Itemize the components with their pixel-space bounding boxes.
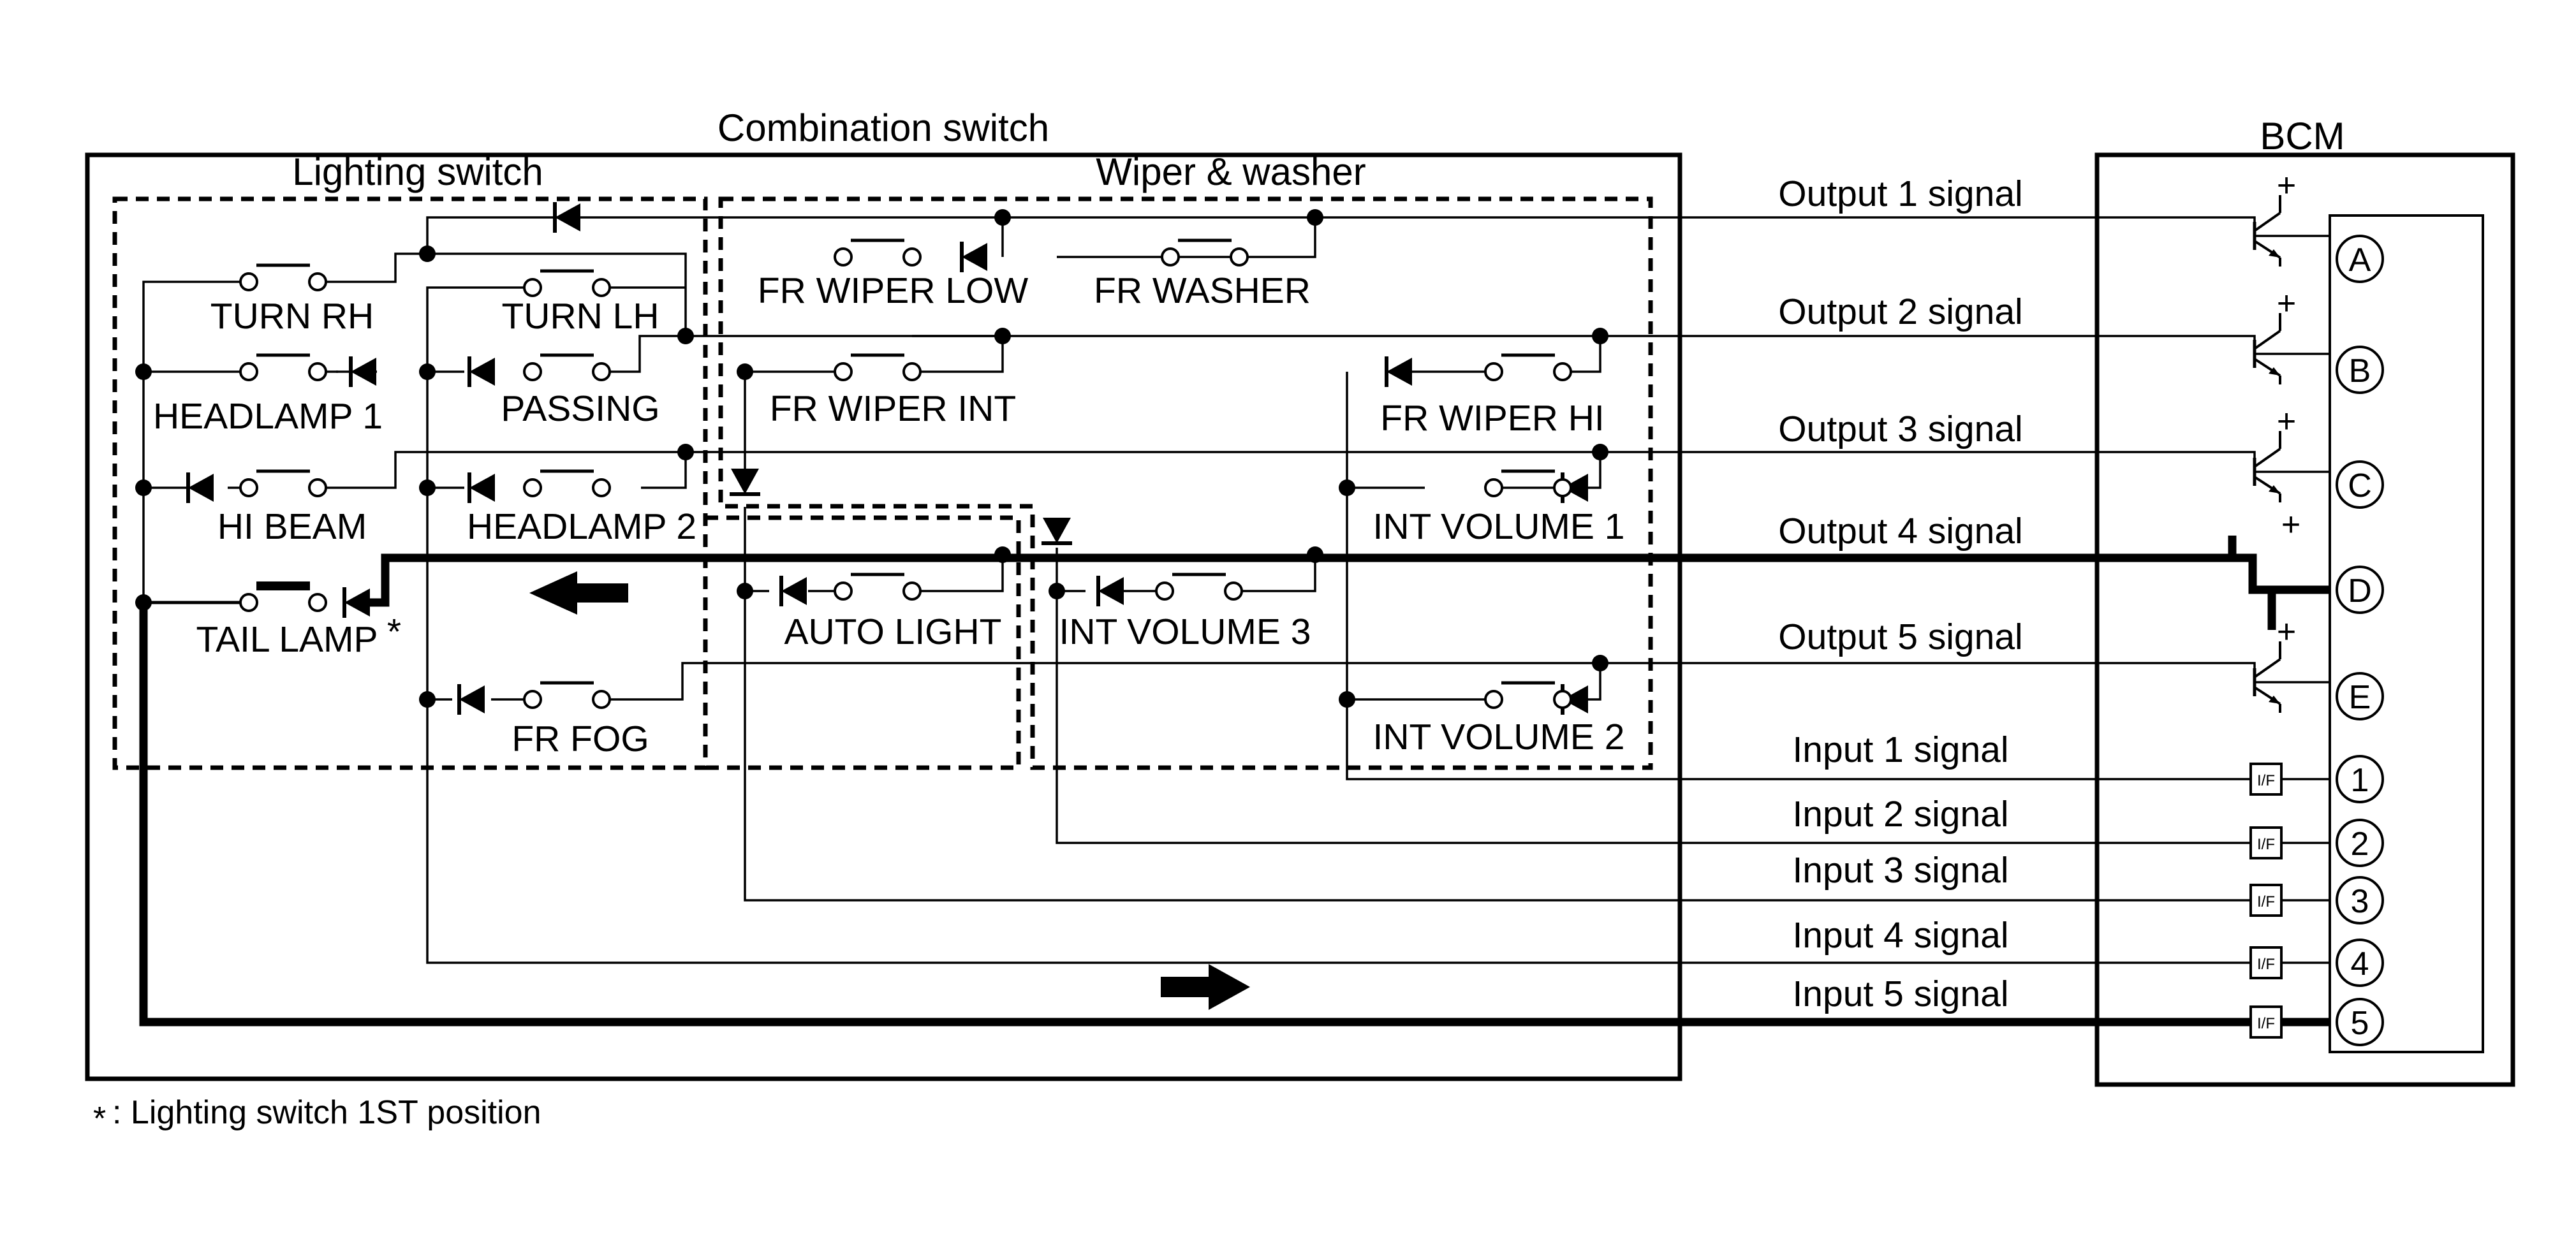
int-volume-3-label: INT VOLUME 3 (1059, 611, 1311, 652)
terminal-a: A (2349, 242, 2371, 279)
passing-label: PASSING (501, 388, 659, 429)
terminal-5: 5 (2351, 1005, 2369, 1042)
auto-light-label: AUTO LIGHT (784, 611, 1002, 652)
terminal-3: 3 (2351, 883, 2369, 920)
terminal-d: D (2348, 573, 2372, 610)
terminal-1: 1 (2351, 762, 2369, 799)
output-4-label: Output 4 signal (1778, 511, 2022, 552)
bcm-terminals: A B C D E 1 2 3 4 5 (2336, 235, 2384, 1046)
svg-text:+: + (2277, 285, 2296, 322)
int-volume-2-label: INT VOLUME 2 (1373, 717, 1625, 757)
bcm-frame (2094, 152, 2515, 1087)
right-flow-arrow (1161, 964, 1250, 1010)
svg-text:+: + (2277, 613, 2296, 650)
svg-text:I/F: I/F (2257, 1015, 2275, 1032)
combination-switch-frame (85, 152, 1682, 1081)
hi-beam-label: HI BEAM (217, 506, 367, 547)
input-5-label: Input 5 signal (1792, 974, 2008, 1014)
bcm-output-drivers: + + + + + (2229, 167, 2330, 713)
terminal-e: E (2349, 679, 2371, 716)
svg-text:I/F: I/F (2257, 772, 2275, 789)
wiper-washer-frame (718, 196, 1653, 770)
svg-text:+: + (2277, 167, 2296, 204)
input-1-label: Input 1 signal (1792, 729, 2008, 770)
lighting-switch-frame (112, 196, 708, 770)
tail-lamp-label: TAIL LAMP (196, 619, 378, 660)
junction-dots (135, 209, 1608, 708)
terminal-c: C (2348, 467, 2372, 504)
output-2-label: Output 2 signal (1778, 291, 2022, 332)
fr-wiper-int-label: FR WIPER INT (770, 388, 1016, 429)
turn-rh-label: TURN RH (210, 296, 374, 337)
output-3-label: Output 3 signal (1778, 409, 2022, 449)
headlamp-1-label: HEADLAMP 1 (153, 396, 383, 437)
terminal-b: B (2349, 353, 2371, 390)
active-circuit-path (139, 536, 2330, 1027)
svg-text:+: + (2277, 403, 2296, 440)
tail-lamp-asterisk: * (387, 611, 401, 652)
svg-text:I/F: I/F (2257, 956, 2275, 973)
svg-text:+: + (2281, 506, 2300, 543)
wiper-washer-title: Wiper & washer (1096, 150, 1365, 193)
auto-light-frame (705, 515, 1021, 770)
input-2-label: Input 2 signal (1792, 794, 2008, 835)
terminal-4: 4 (2351, 946, 2369, 983)
fr-wiper-low-label: FR WIPER LOW (758, 270, 1029, 311)
output-5-label: Output 5 signal (1778, 617, 2022, 657)
fr-washer-label: FR WASHER (1094, 270, 1311, 311)
turn-lh-label: TURN LH (501, 296, 659, 337)
bcm-title: BCM (2260, 115, 2344, 157)
fr-wiper-hi-label: FR WIPER HI (1380, 398, 1605, 439)
interface-boxes: I/F I/F I/F I/F I/F (2249, 763, 2283, 1039)
svg-text:I/F: I/F (2257, 893, 2275, 910)
input-4-label: Input 4 signal (1792, 915, 2008, 956)
fr-fog-label: FR FOG (512, 719, 649, 759)
svg-text:I/F: I/F (2257, 836, 2275, 853)
combination-switch-title: Combination switch (718, 106, 1049, 149)
footnote-text: : Lighting switch 1ST position (112, 1094, 541, 1131)
left-flow-arrow (529, 571, 628, 615)
headlamp-2-label: HEADLAMP 2 (467, 506, 696, 547)
footnote-symbol: * (93, 1100, 106, 1137)
input-3-label: Input 3 signal (1792, 850, 2008, 891)
output-1-label: Output 1 signal (1778, 173, 2022, 214)
int-volume-1-label: INT VOLUME 1 (1373, 506, 1625, 547)
thin-wires (142, 216, 2330, 964)
bcm-connector-block (2329, 214, 2484, 1053)
lighting-switch-title: Lighting switch (292, 150, 543, 193)
terminal-2: 2 (2351, 826, 2369, 863)
